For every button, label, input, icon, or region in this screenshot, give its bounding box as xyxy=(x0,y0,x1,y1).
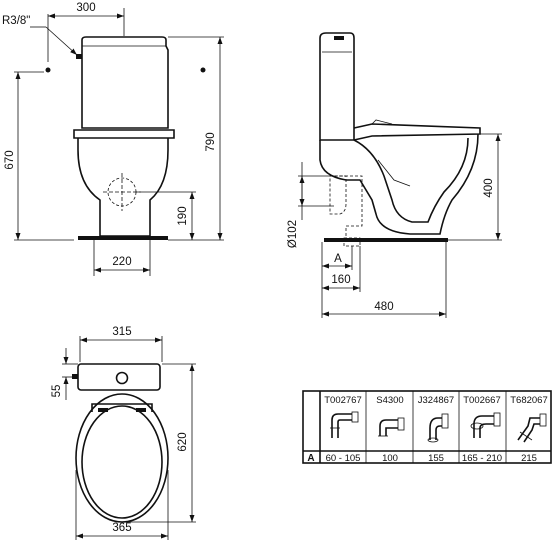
side-dim-rim-height: 400 xyxy=(483,178,495,197)
connector-icon-4 xyxy=(470,412,501,438)
table-value-5: 215 xyxy=(521,453,537,464)
side-cistern xyxy=(319,32,355,141)
table-value-2: 100 xyxy=(382,453,398,464)
connector-icon-5 xyxy=(517,413,547,443)
side-seat xyxy=(353,123,481,141)
top-bowl xyxy=(75,393,169,523)
top-dim-tank-width: 315 xyxy=(112,326,131,338)
table-header-code-4: T002667 xyxy=(463,395,501,406)
side-dim-total-depth: 480 xyxy=(374,301,393,313)
side-bowl xyxy=(319,133,479,235)
top-dim-bowl-width: 365 xyxy=(112,522,131,534)
side-view: Ø102 A 160 480 400 xyxy=(287,32,502,318)
table-row-label: A xyxy=(307,453,314,464)
table-value-4: 165 - 210 xyxy=(462,453,502,464)
front-bowl xyxy=(77,138,169,237)
front-dim-total-height: 790 xyxy=(205,132,217,151)
front-fixing-left xyxy=(45,67,51,73)
top-dim-inlet-offset: 55 xyxy=(51,385,63,398)
side-dim-a-label: A xyxy=(334,253,342,265)
top-cistern xyxy=(77,363,161,391)
top-dim-total-length: 620 xyxy=(177,432,189,451)
side-base xyxy=(324,238,448,242)
connector-icon-1 xyxy=(330,411,359,438)
table-header-code-5: T682067 xyxy=(510,395,548,406)
front-cistern xyxy=(81,36,169,129)
table-header-code-3: J324867 xyxy=(418,395,454,406)
front-fixing-right xyxy=(200,67,206,73)
connector-table: A T002767 S4300 J324867 T002667 T682067 xyxy=(302,390,552,464)
side-dim-outlet-distance: 160 xyxy=(331,274,350,286)
front-base xyxy=(78,236,168,240)
table-value-1: 60 - 105 xyxy=(326,453,361,464)
table-header-code-1: T002767 xyxy=(324,395,362,406)
connector-icon-2 xyxy=(378,417,405,437)
table-value-3: 155 xyxy=(428,453,444,464)
front-thread-label: R3/8" xyxy=(2,15,30,27)
front-view: 300 R3/8" 670 790 190 220 xyxy=(2,2,224,276)
connector-icon-3 xyxy=(427,413,449,443)
side-dim-pipe-diameter: Ø102 xyxy=(287,220,299,248)
front-dim-outlet-height: 190 xyxy=(177,206,189,225)
table-header-code-2: S4300 xyxy=(376,395,403,406)
front-dim-base-width: 220 xyxy=(112,256,131,268)
front-dim-tank-width: 300 xyxy=(76,2,95,14)
top-view: 315 55 620 365 xyxy=(51,326,196,540)
front-dim-seat-height: 670 xyxy=(4,150,16,169)
top-flush-button xyxy=(115,371,129,385)
front-seat xyxy=(73,129,175,139)
